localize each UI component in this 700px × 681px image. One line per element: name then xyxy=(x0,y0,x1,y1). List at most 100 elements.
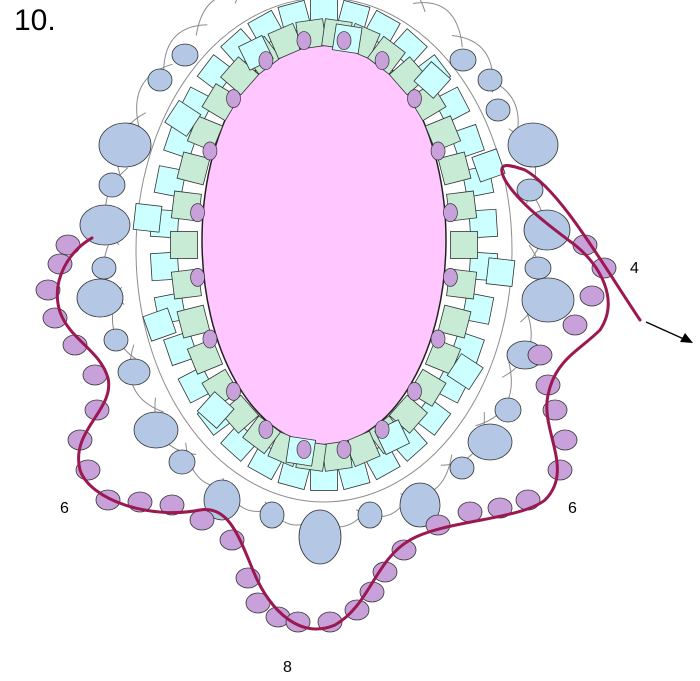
round-bead xyxy=(103,328,129,352)
round-bead xyxy=(399,482,441,528)
cube-bead xyxy=(471,148,506,183)
round-bead xyxy=(298,509,342,565)
cube-bead xyxy=(186,115,224,152)
round-bead xyxy=(171,43,199,67)
seed-bead xyxy=(547,459,573,481)
cube-bead xyxy=(164,99,202,137)
seed-bead-inner xyxy=(202,329,218,349)
cube-bead xyxy=(446,353,484,391)
cube-bead xyxy=(450,231,478,259)
seed-bead-inner xyxy=(296,440,312,459)
round-bead xyxy=(357,501,383,529)
cube-bead xyxy=(163,330,199,367)
cube-bead xyxy=(424,115,462,152)
seed-bead-inner xyxy=(258,51,274,70)
thread-path xyxy=(419,0,426,13)
seed-bead-inner xyxy=(258,420,274,439)
bead-count-right-label: 4 xyxy=(630,260,639,277)
round-bead xyxy=(133,411,179,449)
seed-bead-inner xyxy=(374,420,390,439)
seed-bead xyxy=(35,279,61,301)
thread-path xyxy=(412,2,463,48)
seed-bead-inner xyxy=(226,382,241,401)
arrow-head xyxy=(680,333,693,343)
thread-path xyxy=(234,0,238,4)
round-bead xyxy=(485,98,511,122)
seed-bead xyxy=(391,539,417,561)
cube-bead xyxy=(142,307,177,342)
seed-bead-inner xyxy=(202,141,218,161)
thread-path xyxy=(129,344,164,413)
round-bead xyxy=(523,209,571,251)
cube-bead xyxy=(170,231,198,259)
round-bead xyxy=(449,48,477,72)
round-bead xyxy=(76,278,124,318)
cube-bead xyxy=(424,338,462,375)
cube-bead xyxy=(485,257,516,287)
seed-bead-layer xyxy=(35,31,617,633)
seed-bead xyxy=(515,489,541,511)
seed-bead xyxy=(579,285,605,307)
cube-bead xyxy=(432,86,471,124)
thread-path xyxy=(195,0,216,36)
seed-bead xyxy=(159,494,185,516)
seed-bead-inner xyxy=(190,203,205,222)
cube-bead xyxy=(176,151,211,186)
round-bead xyxy=(494,397,522,423)
cube-bead xyxy=(437,151,472,186)
round-bead xyxy=(467,423,513,461)
seed-bead xyxy=(189,509,215,531)
seed-bead xyxy=(55,234,81,256)
round-bead xyxy=(98,172,126,198)
seed-bead-inner xyxy=(336,31,352,50)
round-bead xyxy=(507,122,559,168)
seed-bead xyxy=(527,344,553,366)
cube-bead xyxy=(220,394,260,434)
cube-bead xyxy=(437,304,472,339)
working-thread xyxy=(55,164,642,631)
seed-bead xyxy=(457,501,483,523)
round-bead xyxy=(147,68,173,92)
seed-bead-inner xyxy=(443,203,458,222)
seed-bead-inner xyxy=(296,31,312,50)
cube-bead xyxy=(176,304,211,339)
round-bead xyxy=(524,256,552,280)
round-bead xyxy=(521,277,575,323)
round-bead xyxy=(477,68,503,92)
seed-bead-inner xyxy=(430,141,446,161)
seed-bead xyxy=(487,497,513,519)
bead-count-lower-right-label: 6 xyxy=(568,500,577,517)
arrow-shaft xyxy=(645,321,687,341)
cube-bead xyxy=(413,61,452,99)
round-bead xyxy=(98,122,152,168)
seed-bead-inner xyxy=(407,89,422,108)
thread-path xyxy=(135,0,513,503)
seed-bead-inner xyxy=(336,440,352,459)
round-bead xyxy=(516,178,544,202)
seed-bead xyxy=(562,314,588,336)
seed-bead xyxy=(552,429,578,451)
round-bead xyxy=(117,358,151,386)
seed-bead xyxy=(47,253,73,275)
round-bead xyxy=(79,204,131,246)
seed-bead-inner xyxy=(443,268,458,287)
cube-bead xyxy=(388,56,428,96)
round-bead xyxy=(259,501,285,529)
seed-bead-inner xyxy=(407,382,422,401)
cube-bead xyxy=(177,366,216,404)
cube-bead xyxy=(186,338,224,375)
round-bead xyxy=(91,256,117,280)
step-number: 10. xyxy=(14,4,56,37)
seed-bead-inner xyxy=(374,51,390,70)
direction-arrow xyxy=(645,321,693,343)
bead-count-bottom-label: 8 xyxy=(283,659,292,676)
seed-bead xyxy=(542,399,568,421)
cube-bead xyxy=(196,391,235,429)
round-bead xyxy=(449,456,475,480)
seed-bead-inner xyxy=(226,89,241,108)
round-bead xyxy=(168,449,196,475)
cube-bead-layer xyxy=(132,0,516,491)
seed-bead xyxy=(344,599,370,621)
working-thread-layer xyxy=(55,164,642,631)
